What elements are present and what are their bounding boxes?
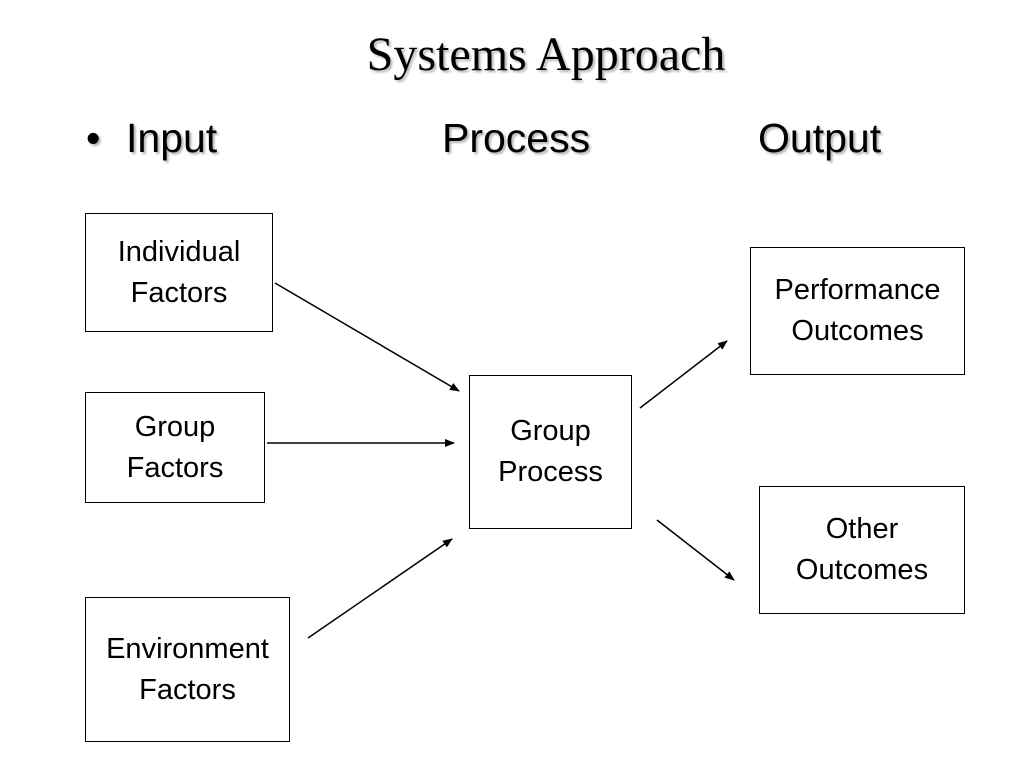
process-to-performance-arrow — [639, 340, 728, 409]
individual-to-process-arrow — [274, 282, 460, 392]
output-column-label: Output — [758, 115, 882, 161]
group-process-box: Group Process — [469, 375, 632, 529]
performance-outcomes-box: Performance Outcomes — [750, 247, 965, 375]
group-factors-box: Group Factors — [85, 392, 265, 503]
environment-to-process-arrow — [307, 538, 453, 639]
environment-factors-box: Environment Factors — [85, 597, 290, 742]
column-header-row: • Input Process Output — [0, 110, 1024, 166]
slide-title: Systems Approach — [366, 28, 726, 81]
process-column-label: Process — [442, 115, 591, 161]
input-column-label: Input — [126, 115, 218, 161]
individual-factors-box: Individual Factors — [85, 213, 273, 332]
other-outcomes-box: Other Outcomes — [759, 486, 965, 614]
process-to-other-arrow — [656, 519, 735, 581]
bullet-icon: • — [86, 115, 101, 161]
